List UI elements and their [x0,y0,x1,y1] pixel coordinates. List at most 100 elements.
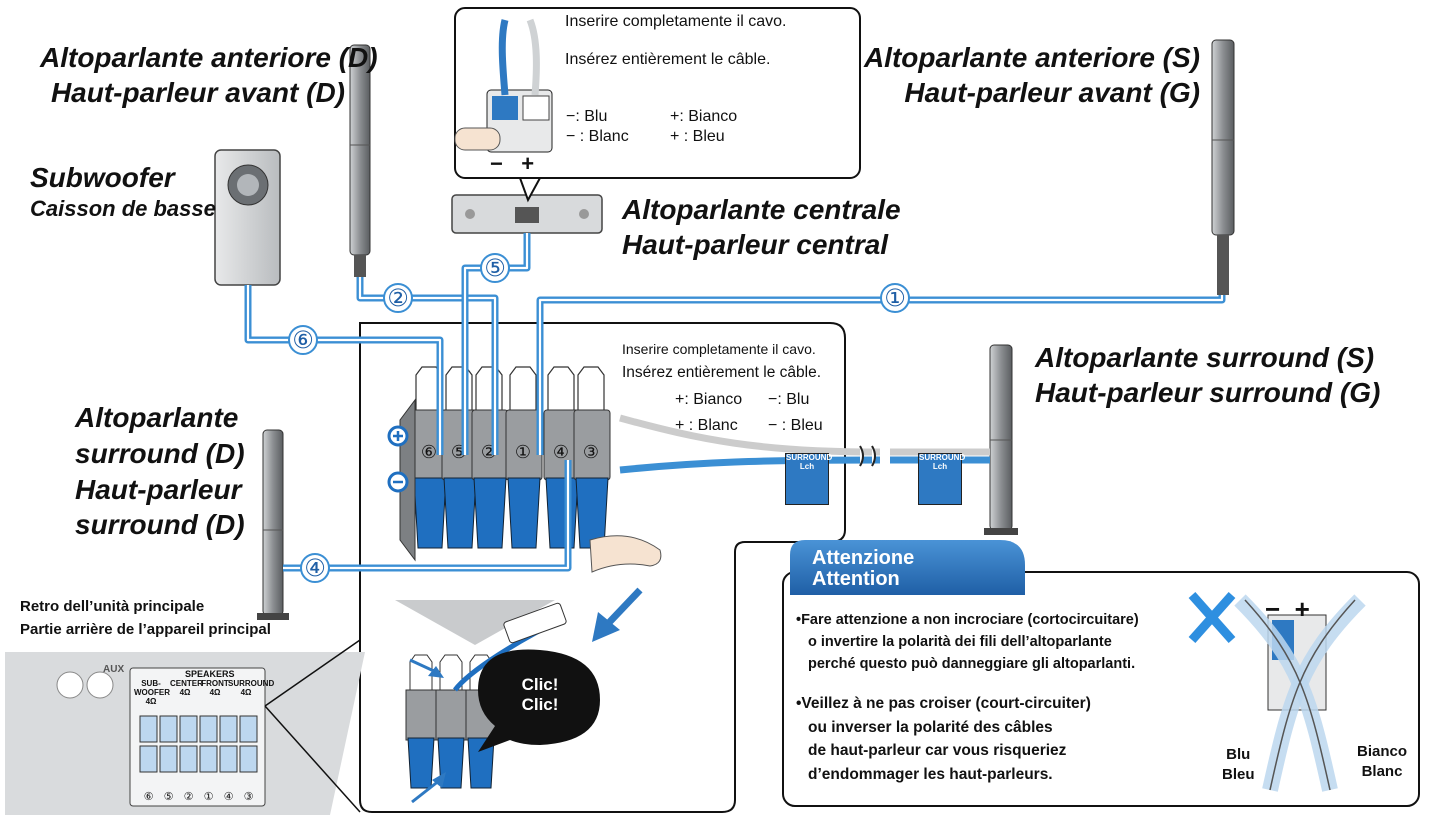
wire-number-2: ② [387,284,409,312]
center-label-it: Altoparlante centrale [622,194,901,225]
wire-3: ⑤ [461,233,531,455]
front-right-speaker [349,44,371,277]
panel-surround: SURROUND 4Ω [228,679,275,697]
panel-center: CENTER 4Ω [170,679,203,697]
top-plus-fr: + : Bleu [670,128,725,145]
wire-2: ② [356,277,499,455]
front-right-label-fr: Haut-parleur avant (D) [50,77,345,108]
wire-number-1: ① [884,284,906,312]
top-callout-box [454,7,861,179]
top-plus-it: +: Bianco [670,108,738,125]
caution-fr-2: ou inverser la polarité des câbles [808,718,1053,736]
mid-plus-it: +: Bianco [675,391,743,408]
surround-left-speaker [984,344,1018,535]
top-terminal-illustration [454,18,553,153]
surround-right-label-it-1: Altoparlante [75,402,239,433]
panel-number-1: ⑥ [144,790,154,803]
panel-aux: AUX [103,664,125,675]
panel-number-6: ③ [244,790,254,803]
cable-tag-1: SURROUND Lch [785,453,832,505]
caution-it-1: •Fare attenzione a non incrociare (corto… [796,612,1139,628]
panel-front: FRONT 4Ω [201,679,229,697]
hand-illustration [589,535,662,573]
terminal-number-6: ③ [583,442,599,463]
front-right-label-it: Altoparlante anteriore (D) [40,42,378,73]
cable-tag-2: SURROUND Lch [918,453,965,505]
caution-bleu: Bleu [1222,766,1255,784]
top-insert-fr: Insérez entièrement le câble. [565,51,771,68]
mini-terminal-1 [405,654,437,789]
mini-terminal-2 [435,654,467,789]
center-label-fr: Haut-parleur central [622,229,889,260]
top-minus-it: −: Blu [566,108,608,125]
caution-fr-4: d’endommager les haut-parleurs. [808,765,1053,783]
center-speaker [451,194,603,234]
caution-tab [790,540,1025,595]
caution-it-2: o invertire la polarità dei fili dell’al… [808,633,1112,650]
small-arrows [409,658,446,804]
click-text: Clic! Clic! [521,675,559,715]
panel-sub: SUB- WOOFER 4Ω [134,679,170,706]
panel-number-5: ④ [224,790,234,803]
wire-number-4: ⑥ [292,326,314,354]
terminal-2 [441,366,479,549]
wrong-wiring-illustration [1188,592,1366,792]
terminal-6 [573,366,611,549]
mid-insert-fr: Insérez entièrement le câble. [622,364,822,381]
front-left-label-it: Altoparlante anteriore (S) [863,42,1200,73]
surround-right-label-fr-2: surround (D) [75,509,245,541]
surround-right-label-fr-1: Haut-parleur [75,473,242,505]
terminal-number-5: ④ [553,442,569,463]
terminal-1 [411,366,449,549]
mid-minus-fr: − : Bleu [768,417,823,434]
caution-title-fr: Attention [812,568,900,590]
rear-label-it: Retro dell’unità principale [20,598,205,615]
subwoofer-unit [214,149,281,286]
wire-4: ⑥ [244,285,444,455]
caution-blanc: Blanc [1361,763,1403,781]
panel-number-4: ① [204,790,214,803]
wire-number-3: ⑤ [484,254,506,282]
terminal-number-1: ⑥ [421,442,437,463]
wire-routes: ① ② ⑤ ⑥ ④ [244,233,1226,583]
subwoofer-label-it: Subwoofer [30,162,175,193]
top-insert-it: Inserire completamente il cavo. [565,13,787,30]
surround-left-label-it: Altoparlante surround (S) [1035,342,1375,373]
terminal-4 [505,366,543,549]
wire-number-5: ④ [304,554,326,582]
surround-right-label-it-2: surround (D) [75,437,245,469]
caution-fr-3: de haut-parleur car vous risqueriez [808,742,1067,760]
subwoofer-label-fr: Caisson de basse [30,196,216,221]
caution-blu: Blu [1226,746,1251,763]
mid-minus-it: −: Blu [768,391,810,408]
front-left-speaker [1211,39,1235,295]
caution-it-3: perché questo può danneggiare gli altopa… [808,655,1136,672]
top-polarity-signs: − + [490,151,534,177]
caution-fr-1: •Veillez à ne pas croiser (court-circuit… [796,695,1091,712]
wire-5: ④ [283,460,572,583]
terminal-number-4: ① [515,442,531,463]
front-left-label-fr: Haut-parleur avant (G) [904,77,1200,108]
panel-number-3: ② [184,790,194,803]
caution-signs: − + [1265,594,1310,624]
click-bubble [478,649,600,752]
minus-sign: − [490,151,503,176]
rear-label-fr: Partie arrière de l’appareil principal [20,621,271,639]
push-arrow [592,587,643,642]
mid-plus-fr: + : Blanc [675,417,738,434]
plus-marker [387,425,409,447]
caution-title-it: Attenzione [812,547,915,569]
down-arrow [395,600,555,645]
wire-1: ① [536,283,1226,455]
surround-left-label-fr: Haut-parleur surround (G) [1035,377,1381,408]
panel-number-2: ⑤ [164,790,174,803]
mid-insert-it: Inserire completamente il cavo. [622,341,816,357]
top-minus-fr: − : Blanc [566,128,629,145]
surround-right-speaker [257,429,289,620]
minus-marker [387,471,409,493]
panel-title: SPEAKERS [185,669,235,679]
plus-sign: + [521,151,535,176]
